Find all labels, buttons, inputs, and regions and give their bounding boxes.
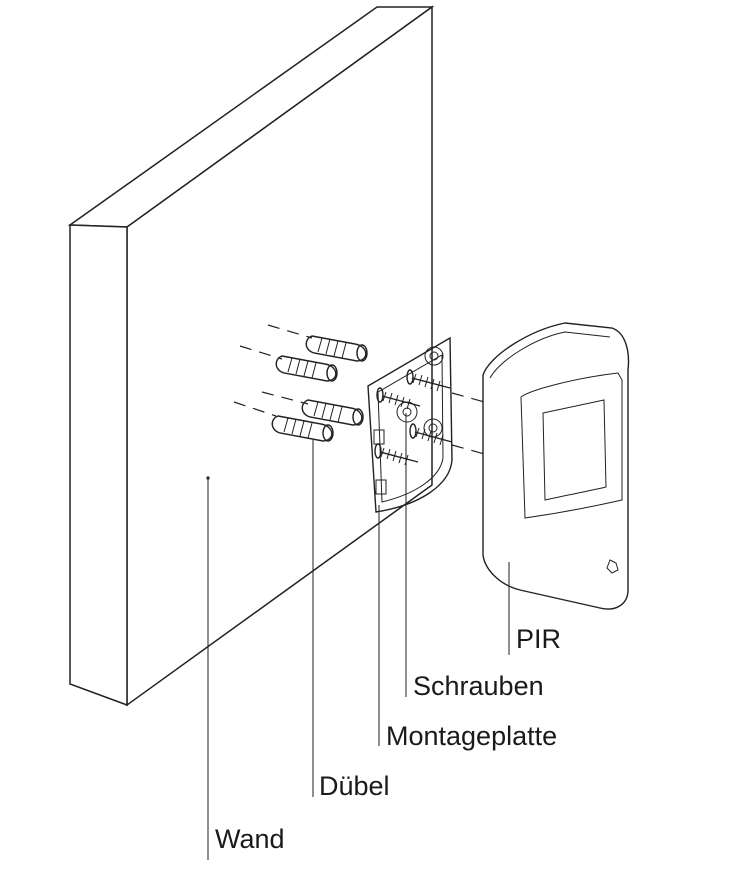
leader-lines: [206, 413, 510, 860]
dowel: [275, 355, 338, 382]
wall: [67, 5, 435, 707]
mounting-plate: [367, 336, 453, 513]
pir-label: PIR: [516, 624, 561, 654]
dowels-label: Dübel: [319, 771, 390, 801]
screws: [374, 369, 453, 466]
screws-label: Schrauben: [413, 671, 544, 701]
dowel: [271, 415, 334, 442]
mounting-plate-label: Montageplatte: [386, 721, 557, 751]
screw: [406, 369, 451, 392]
dowel: [305, 335, 368, 362]
dowel: [301, 399, 364, 426]
screw: [409, 423, 453, 446]
screw: [376, 387, 421, 410]
dowels: [271, 335, 368, 442]
wall-label: Wand: [215, 824, 285, 854]
alignment-lines: [233, 324, 489, 456]
screw: [374, 443, 419, 466]
pir-detector: [482, 322, 630, 610]
